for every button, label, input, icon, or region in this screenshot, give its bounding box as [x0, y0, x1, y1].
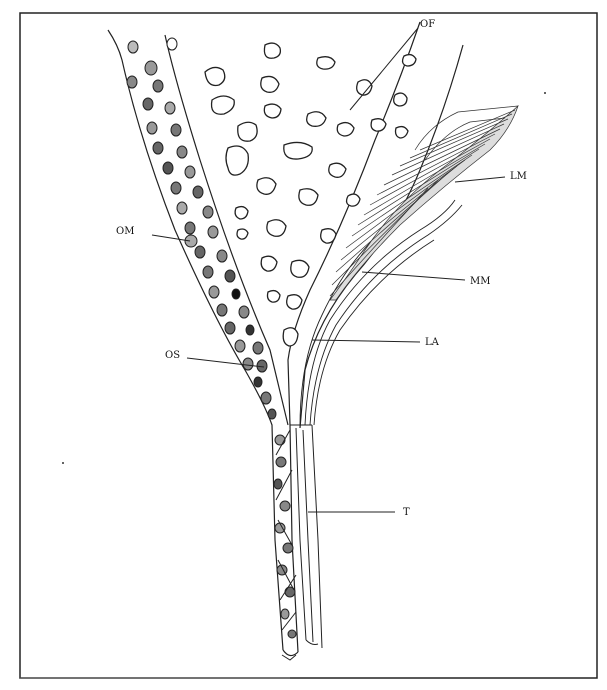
label-om: OM [116, 226, 134, 237]
label-of: OF [420, 19, 435, 30]
large-cells [205, 43, 416, 346]
label-mm: MM [470, 276, 490, 287]
tendon [290, 425, 322, 648]
label-t: T [403, 507, 410, 518]
small-cells [127, 38, 296, 638]
speck [62, 462, 64, 464]
label-os: OS [165, 350, 180, 361]
leader-mm [362, 272, 465, 280]
leader-lm [455, 177, 505, 182]
label-lm: LM [510, 171, 527, 182]
label-la: LA [425, 337, 440, 348]
speck [544, 92, 546, 94]
leader-om [152, 235, 190, 241]
leader-of [350, 28, 418, 110]
